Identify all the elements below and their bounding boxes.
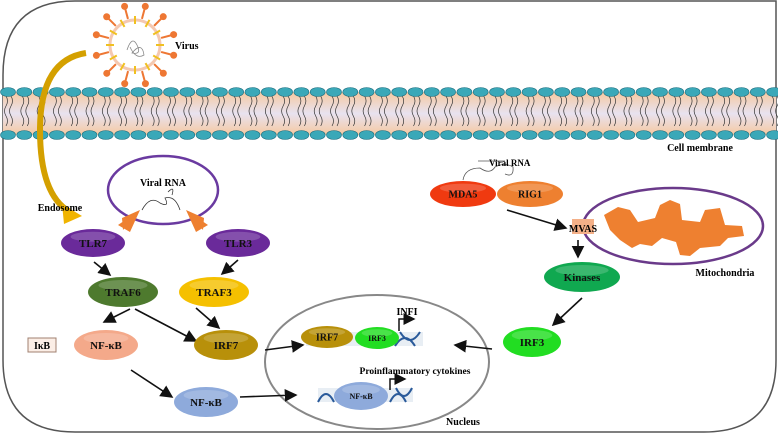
node-irf3-nuc: IRF3 — [355, 327, 399, 349]
endosome-label: Endosome — [38, 203, 83, 214]
endosome-arrow-right — [186, 210, 208, 232]
node-label: NF-κB — [190, 397, 222, 409]
nucleus — [264, 294, 490, 430]
arrow-traf3-irf7 — [195, 307, 221, 330]
node-label: IRF3 — [368, 334, 386, 343]
node-nfkb-nuc: NF-κB — [334, 382, 388, 410]
node-label: NF-κB — [90, 340, 122, 352]
virus-entry-arrowhead — [62, 204, 82, 224]
node-label: IRF7 — [214, 340, 239, 352]
node-shape — [355, 327, 399, 349]
node-label: TLR3 — [224, 238, 253, 250]
proinflammatory-label: Proinflammatory cytokines — [360, 367, 471, 377]
arrow-irf3-nucleus — [453, 339, 493, 353]
node-shape — [430, 181, 496, 207]
arrow-nfkb-nucleus — [239, 389, 298, 402]
node-shape — [544, 262, 620, 292]
infi-label: INFI — [396, 307, 417, 318]
virus-label: Virus — [175, 41, 199, 52]
node-label: IRF7 — [316, 333, 338, 344]
mitochondria-label: Mitochondria — [696, 268, 755, 279]
cytoplasm-viral-rna-strand-icon — [462, 160, 514, 181]
cytokine-transcription-arrow — [389, 373, 407, 390]
arrow-traf6-irf7 — [134, 308, 198, 342]
mitochondria-inner — [604, 200, 744, 256]
arrow-tlr3-traf3 — [220, 259, 239, 276]
node-irf7-nuc: IRF7 — [301, 326, 353, 348]
node-shape — [334, 382, 388, 410]
node-rig1: RIG1 — [497, 181, 563, 207]
node-irf7: IRF7 — [194, 330, 258, 360]
node-shape — [503, 327, 561, 357]
ikb-label: IκB — [34, 341, 50, 352]
node-label: MDA5 — [449, 190, 478, 201]
node-shape — [88, 277, 158, 307]
arrow-mda5-mvas — [506, 209, 568, 231]
cytoplasm-viral-rna-label: Viral RNA — [489, 158, 531, 168]
endosome-arrow-left — [118, 210, 140, 232]
node-irf3: IRF3 — [503, 327, 561, 357]
node-nfkb1: NF-κB — [74, 330, 138, 360]
ikb-box — [27, 337, 57, 353]
node-traf6: TRAF6 — [88, 277, 158, 307]
node-label: TLR7 — [79, 238, 108, 250]
node-label: NF-κB — [349, 392, 373, 401]
nucleus-label: Nucleus — [446, 417, 480, 428]
virus-icon — [92, 2, 178, 88]
cell-membrane — [0, 87, 778, 140]
node-label: RIG1 — [518, 190, 542, 201]
node-kinases: Kinases — [544, 262, 620, 292]
node-shape — [179, 277, 249, 307]
arrow-kinases-irf3 — [551, 297, 583, 327]
node-tlr3: TLR3 — [206, 229, 270, 257]
node-shape — [206, 229, 270, 257]
node-label: TRAF3 — [196, 287, 232, 299]
infi-transcription-arrow — [398, 313, 416, 331]
arrow-traf6-nfkb — [102, 308, 131, 323]
virus-entry-arrow — [36, 50, 87, 215]
node-nfkb2: NF-κB — [174, 387, 238, 417]
node-traf3: TRAF3 — [179, 277, 249, 307]
arrow-nfkb-nfkb-translocation — [130, 369, 174, 398]
node-shape — [74, 330, 138, 360]
node-shape — [61, 229, 125, 257]
endosome-viral-rna-label: Viral RNA — [140, 178, 187, 189]
node-label: Kinases — [564, 272, 601, 284]
node-mda5: MDA5 — [430, 181, 496, 207]
arrow-tlr7-traf6 — [93, 261, 112, 277]
cell-membrane-label: Cell membrane — [667, 143, 733, 154]
node-shape — [497, 181, 563, 207]
arrow-irf7-nucleus — [264, 340, 305, 353]
node-shape — [194, 330, 258, 360]
viral-rna-strand-icon — [141, 188, 181, 211]
node-label: TRAF6 — [105, 287, 141, 299]
node-shape — [174, 387, 238, 417]
mvas-label: MVAS — [569, 224, 598, 235]
endosome — [106, 154, 220, 226]
mvas-box — [572, 219, 594, 234]
node-shape — [301, 326, 353, 348]
node-tlr7: TLR7 — [61, 229, 125, 257]
node-label: IRF3 — [520, 337, 545, 349]
